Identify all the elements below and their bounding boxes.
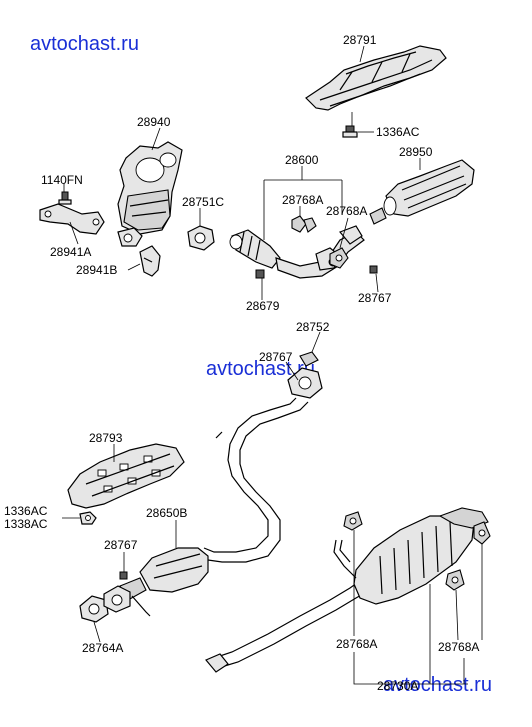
heat-shield-28793 xyxy=(67,443,185,509)
gasket-28751C xyxy=(187,225,215,251)
nut-28767-upper xyxy=(369,265,378,274)
label-28730A: 28730A xyxy=(377,679,418,693)
nut-1336AC-bottom xyxy=(79,511,97,525)
label-28768A-c: 28768A xyxy=(336,637,377,651)
label-28751C: 28751C xyxy=(182,195,224,209)
hanger-28768A-lower-c xyxy=(473,521,491,545)
label-1140FN: 1140FN xyxy=(41,173,83,187)
hanger-28768A-lower-a xyxy=(343,511,363,531)
watermark-middle: avtochast.ru xyxy=(206,358,315,380)
leader-lines xyxy=(62,45,483,685)
label-28791: 28791 xyxy=(343,33,377,47)
gasket-28752 xyxy=(287,351,323,399)
label-28764A: 28764A xyxy=(82,641,123,655)
label-28941A: 28941A xyxy=(50,245,91,259)
center-pipe xyxy=(203,397,309,563)
label-28768A-a: 28768A xyxy=(282,193,323,207)
label-28679: 28679 xyxy=(246,299,280,313)
heat-shield-28791 xyxy=(305,45,447,111)
label-28941B: 28941B xyxy=(76,263,117,277)
bolt-1140FN xyxy=(58,191,72,205)
watermark-top-left: avtochast.ru xyxy=(30,33,139,55)
label-28793: 28793 xyxy=(89,431,123,445)
label-28768A-d: 28768A xyxy=(438,640,479,654)
muffler-assembly-28730A xyxy=(205,507,489,673)
hanger-28768A-lower-b xyxy=(445,569,465,591)
label-28767-c: 28767 xyxy=(104,538,138,552)
label-28950: 28950 xyxy=(399,145,433,159)
bracket-28941B xyxy=(139,245,161,277)
nut-28767-lower xyxy=(119,571,128,580)
bracket-28941A xyxy=(39,203,105,235)
label-28940: 28940 xyxy=(137,115,171,129)
label-1338AC: 1338AC xyxy=(4,517,48,531)
label-28752: 28752 xyxy=(296,320,330,334)
gasket-28764A xyxy=(79,585,131,623)
watermark-bottom-right: avtochast.ru xyxy=(383,674,492,696)
nut-28679 xyxy=(255,269,265,279)
hanger-28768A-upper-b xyxy=(329,247,349,269)
label-1336AC-bottom: 1336AC xyxy=(4,504,48,518)
label-28650B: 28650B xyxy=(146,506,187,520)
part-labels: 28791 1336AC 28950 28940 28600 1140FN 28… xyxy=(4,33,479,693)
exhaust-manifold-28940 xyxy=(117,141,183,247)
hanger-28768A-upper-a xyxy=(291,215,317,233)
label-1336AC-top: 1336AC xyxy=(376,125,420,139)
label-28767-a: 28767 xyxy=(358,291,392,305)
catalytic-converter-28950 xyxy=(369,159,475,225)
label-28768A-b: 28768A xyxy=(326,204,367,218)
bolt-1336AC-top xyxy=(342,125,358,138)
catalytic-converter-28650B xyxy=(119,547,209,617)
label-28767-b: 28767 xyxy=(259,350,293,364)
label-28600: 28600 xyxy=(285,153,319,167)
